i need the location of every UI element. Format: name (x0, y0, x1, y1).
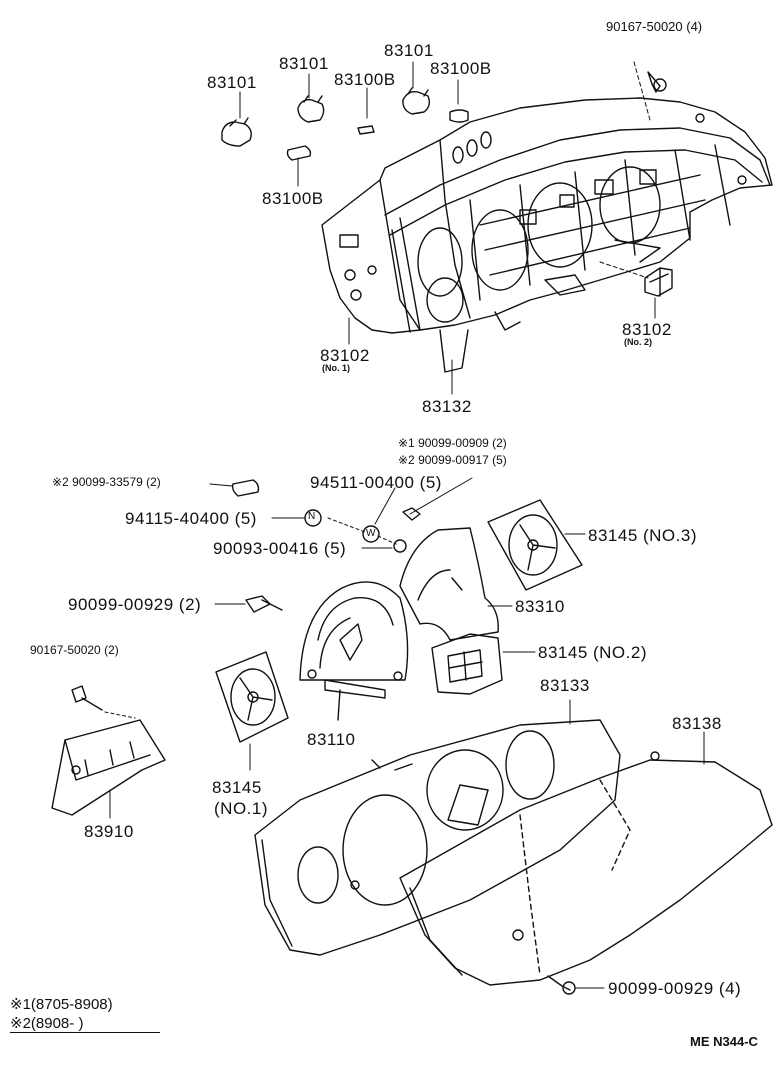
circuit-83145-no2 (432, 634, 535, 694)
label-83102-no1: 83102 (320, 346, 370, 365)
nut-letter-n: N (308, 511, 316, 522)
label-83145-no1-sub: (NO.1) (214, 799, 268, 818)
speedometer-83110 (300, 582, 408, 720)
cover-glass-83138 (400, 732, 772, 985)
label-83102-no2: 83102 (622, 320, 672, 339)
screw-90099-bottom (548, 976, 604, 994)
label-83145-no1: 83145 (212, 778, 262, 797)
connector-83102-no2 (645, 268, 672, 296)
diagram-code: ME N344-C (690, 1034, 758, 1049)
label-94511-00400: 94511-00400 (5) (310, 473, 442, 492)
bulbs-83100b (288, 110, 469, 160)
label-83110: 83110 (307, 730, 356, 749)
label-94115-40400: 94115-40400 (5) (125, 509, 257, 528)
label-90167-50020-4: 90167-50020 (4) (606, 19, 703, 34)
bracket-83145-no3 (488, 500, 585, 590)
label-83100b-lower: 83100B (262, 189, 324, 208)
meter-housing-83132 (322, 98, 772, 372)
nut-letter-w: W (366, 528, 376, 539)
label-90099-00917: ※2 90099-00917 (5) (398, 453, 507, 467)
bracket-83910 (52, 720, 165, 818)
dial-plate-83310 (400, 528, 512, 640)
legend-underline (10, 1032, 160, 1033)
screw-90167-top (648, 72, 666, 92)
leader-lines-top (240, 62, 655, 394)
label-90099-00929-4: 90099-00929 (4) (608, 979, 742, 998)
label-83101-right: 83101 (384, 41, 434, 60)
label-83101-middle: 83101 (279, 54, 329, 73)
label-90099-33579: ※2 90099-33579 (2) (52, 475, 161, 489)
cluster-housing-83133 (255, 700, 620, 955)
label-83100b-middle: 83100B (334, 70, 396, 89)
label-83102-no2-sub: (No. 2) (624, 337, 652, 347)
label-83145-no2: 83145 (NO.2) (538, 643, 647, 662)
legend-line-1: ※1(8705-8908) (10, 996, 113, 1013)
label-83100b-right: 83100B (430, 59, 492, 78)
label-90099-00929-2: 90099-00929 (2) (68, 595, 202, 614)
label-83138: 83138 (672, 714, 722, 733)
label-83133: 83133 (540, 676, 590, 695)
bulb-sockets-83101 (222, 88, 429, 146)
legend-line-2: ※2(8908- ) (10, 1015, 84, 1032)
bracket-83145-no1 (216, 652, 288, 770)
label-83132: 83132 (422, 397, 472, 416)
label-83145-no3: 83145 (NO.3) (588, 526, 697, 545)
label-90099-00909: ※1 90099-00909 (2) (398, 436, 507, 450)
small-fasteners (72, 478, 472, 718)
label-83102-no1-sub: (No. 1) (322, 363, 350, 373)
label-90167-50020-2: 90167-50020 (2) (30, 643, 119, 657)
label-83101-left: 83101 (207, 73, 257, 92)
label-83910: 83910 (84, 822, 134, 841)
label-90093-00416: 90093-00416 (5) (213, 539, 347, 558)
label-83310: 83310 (515, 597, 565, 616)
